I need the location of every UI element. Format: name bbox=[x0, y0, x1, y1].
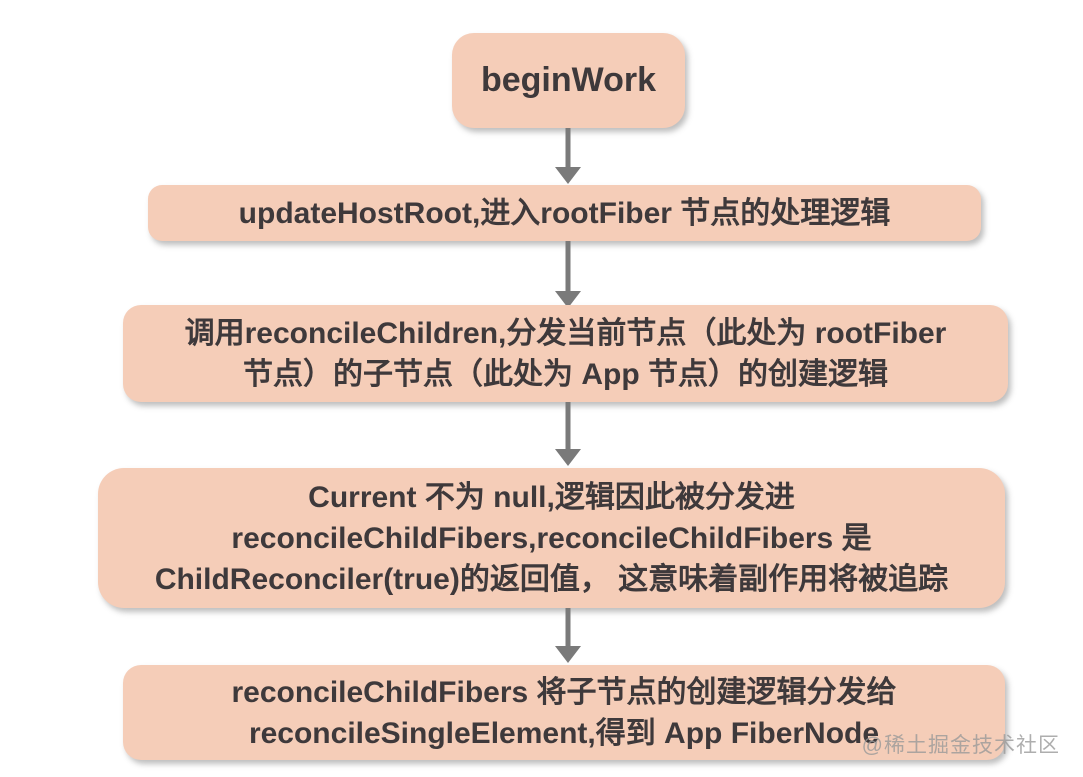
node-text-line: updateHostRoot,进入rootFiber 节点的处理逻辑 bbox=[238, 196, 891, 230]
arrow-shaft bbox=[565, 608, 571, 648]
arrow-down-icon bbox=[555, 241, 581, 308]
flow-node-current-not-null: Current 不为 null,逻辑因此被分发进 reconcileChildF… bbox=[98, 468, 1005, 608]
node-text-line: reconcileSingleElement,得到 App FiberNode bbox=[248, 716, 880, 750]
flow-node-reconcile-children: 调用reconcileChildren,分发当前节点（此处为 rootFiber… bbox=[123, 305, 1008, 402]
arrow-head bbox=[555, 291, 581, 308]
arrow-down-icon bbox=[555, 128, 581, 184]
arrow-head bbox=[555, 646, 581, 663]
node-text-line: Current 不为 null,逻辑因此被分发进 bbox=[308, 480, 795, 514]
arrow-down-icon bbox=[555, 402, 581, 466]
flow-node-beginwork: beginWork bbox=[452, 33, 685, 128]
arrow-head bbox=[555, 167, 581, 184]
node-text-line: 调用reconcileChildren,分发当前节点（此处为 rootFiber bbox=[184, 316, 947, 350]
arrow-shaft bbox=[565, 128, 571, 169]
node-text-line: 节点）的子节点（此处为 App 节点）的创建逻辑 bbox=[243, 357, 888, 391]
node-text-line: reconcileChildFibers,reconcileChildFiber… bbox=[231, 521, 872, 555]
arrow-shaft bbox=[565, 402, 571, 451]
arrow-down-icon bbox=[555, 608, 581, 663]
arrow-head bbox=[555, 449, 581, 466]
watermark: @稀土掘金技术社区 bbox=[861, 734, 1060, 757]
node-text-line: ChildReconciler(true)的返回值， 这意味着副作用将被追踪 bbox=[154, 562, 949, 596]
arrow-shaft bbox=[565, 241, 571, 293]
node-text-line: beginWork bbox=[480, 61, 657, 99]
node-text-line: reconcileChildFibers 将子节点的创建逻辑分发给 bbox=[231, 675, 897, 709]
flow-node-reconcile-child-fibers: reconcileChildFibers 将子节点的创建逻辑分发给 reconc… bbox=[123, 665, 1005, 760]
flow-node-update-host-root: updateHostRoot,进入rootFiber 节点的处理逻辑 bbox=[148, 185, 981, 241]
